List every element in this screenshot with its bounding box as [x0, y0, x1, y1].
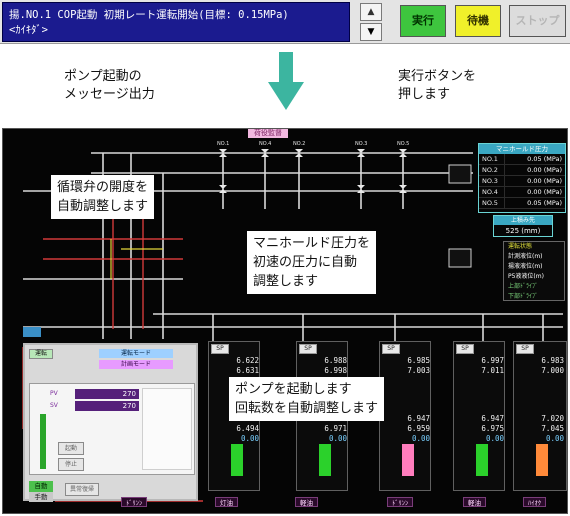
message-scroll: ▲ ▼: [360, 3, 382, 41]
status-legend-item: 上部ﾄﾞﾗｲﾌﾞ: [508, 283, 539, 290]
tank-level-title: 上積み先: [494, 216, 552, 225]
pump-value: 6.959: [407, 424, 430, 433]
svg-text:NO.1: NO.1: [217, 141, 229, 147]
stop-button[interactable]: ストップ: [509, 5, 566, 37]
message-line-2: <ｶｲｷﾀﾞ>: [9, 24, 48, 36]
tank-level-panel: 上積み先 525 (mm): [493, 215, 553, 237]
status-message: 揚.NO.1 COP起動 初期レート運転開始(目標: 0.15MPa) <ｶｲｷ…: [2, 2, 350, 42]
svg-text:NO.2: NO.2: [293, 141, 305, 147]
down-arrow-icon: [268, 52, 304, 110]
line-tag: 灯油: [215, 497, 238, 507]
pump-value: 6.988: [324, 356, 347, 365]
speed-bar: [40, 414, 46, 469]
message-line-1: 揚.NO.1 COP起動 初期レート運転開始(目標: 0.15MPa): [9, 9, 289, 21]
pump-level-bar: [476, 444, 488, 476]
plan-mode-tag: 計画モード: [99, 360, 173, 369]
popup-trend-area: PV 270 SV 270 起動 停止: [29, 383, 195, 475]
pump-value: 6.622: [236, 356, 259, 365]
annotation-valve-auto-adjust: 循環弁の開度を 自動調整します: [51, 175, 155, 219]
pv-label: PV: [50, 390, 58, 397]
status-legend-item: P5液液位(m): [508, 273, 544, 280]
pump-value: 6.998: [324, 366, 347, 375]
pump-value: 6.971: [324, 424, 347, 433]
pump-label: SP: [516, 344, 534, 354]
line-tag: ﾄﾞﾘﾝﾝ: [387, 497, 414, 507]
line-tag: 軽油: [463, 497, 486, 507]
pump-ps-value: 0.00: [411, 434, 430, 443]
tank-level-value: 525 (mm): [505, 227, 541, 235]
pump-value: 7.045: [541, 424, 564, 433]
pump-panel-3[interactable]: SP 6.985 7.003 6.947 6.959 0.00: [379, 341, 431, 491]
sv-value: 270: [75, 401, 139, 411]
pump-label: SP: [299, 344, 317, 354]
screen-title: 荷役監督: [248, 129, 288, 138]
pump-level-bar: [231, 444, 243, 476]
svg-text:NO.5: NO.5: [397, 141, 409, 147]
scroll-up-icon[interactable]: ▲: [360, 3, 382, 21]
annotation-pump-start-speed: ポンプを起動します 回転数を自動調整します: [229, 377, 385, 421]
operation-toolbar: 揚.NO.1 COP起動 初期レート運転開始(目標: 0.15MPa) <ｶｲｷ…: [0, 0, 570, 44]
pump-value: 6.985: [407, 356, 430, 365]
pump-value: 7.000: [541, 366, 564, 375]
pump-value: 6.997: [481, 356, 504, 365]
pv-value: 270: [75, 389, 139, 399]
pump-value: 7.003: [407, 366, 430, 375]
stop-pump-button[interactable]: 停止: [58, 458, 84, 471]
sv-label: SV: [50, 402, 58, 409]
run-button[interactable]: 実行: [400, 5, 446, 37]
pump-label: SP: [456, 344, 474, 354]
mode-tag: 運転モード: [99, 349, 173, 358]
line-tag: ﾄﾞﾘﾝﾝ: [121, 497, 148, 507]
pump-value: 6.947: [407, 414, 430, 423]
pump-operation-popup[interactable]: 運転 運転モード 計画モード PV 270 SV 270 起動 停止 自動 手動…: [23, 343, 198, 502]
scroll-down-icon[interactable]: ▼: [360, 23, 382, 41]
pump-value: 7.020: [541, 414, 564, 423]
pump-panel-4[interactable]: SP 6.997 7.011 6.947 6.975 0.00: [453, 341, 505, 491]
status-legend-item: 計測液位(m): [508, 253, 543, 260]
svg-text:NO.4: NO.4: [259, 141, 271, 147]
line-tag: ﾊｲｵｸ: [523, 497, 546, 507]
pump-value: 6.947: [481, 414, 504, 423]
pump-value: 6.494: [236, 424, 259, 433]
status-legend-item: 下部ﾄﾞﾗｲﾌﾞ: [508, 293, 539, 300]
pump-level-bar: [319, 444, 331, 476]
pump-label: SP: [382, 344, 400, 354]
wait-button[interactable]: 待機: [455, 5, 501, 37]
status-legend-item: 運転状態: [508, 243, 533, 250]
pump-ps-value: 0.00: [545, 434, 564, 443]
start-button[interactable]: 起動: [58, 442, 84, 455]
popup-title: 運転: [29, 349, 53, 359]
pump-panel-5[interactable]: SP 6.983 7.000 7.020 7.045 0.00: [513, 341, 567, 491]
pump-label: SP: [211, 344, 229, 354]
trend-chart: [142, 388, 192, 470]
pump-ps-value: 0.00: [240, 434, 259, 443]
status-legend: 運転状態 計測液位(m) 揚液液位(m) P5液液位(m) 上部ﾄﾞﾗｲﾌﾞ 下…: [503, 241, 565, 301]
line-tag: 軽油: [295, 497, 318, 507]
pump-value: 6.631: [236, 366, 259, 375]
manifold-title: マニホールド圧力: [479, 144, 565, 154]
svg-text:NO.3: NO.3: [355, 141, 367, 147]
pump-value: 6.975: [481, 424, 504, 433]
pump-level-bar: [536, 444, 548, 476]
annotation-manifold-pressure-adjust: マニホールド圧力を 初速の圧力に自動 調整します: [247, 231, 377, 294]
pump-ps-value: 0.00: [485, 434, 504, 443]
pump-value: 7.011: [481, 366, 504, 375]
pump-ps-value: 0.00: [328, 434, 347, 443]
pump-level-bar: [402, 444, 414, 476]
scada-screen: 荷役監督: [2, 128, 568, 514]
fault-reset-button[interactable]: 異常復帰: [65, 483, 99, 496]
tank-line-labels: ﾄﾞﾘﾝﾝ 灯油 軽油 ﾄﾞﾘﾝﾝ 軽油 ﾊｲｵｸ: [3, 493, 567, 513]
pump-value: 6.983: [541, 356, 564, 365]
annotation-pump-start-message: ポンプ起動の メッセージ出力: [64, 69, 155, 102]
annotation-press-run-button: 実行ボタンを 押します: [398, 69, 477, 102]
auto-mode-button[interactable]: 自動: [29, 481, 53, 492]
manual-mode-button[interactable]: 手動: [29, 492, 53, 502]
status-legend-item: 揚液液位(m): [508, 263, 543, 270]
